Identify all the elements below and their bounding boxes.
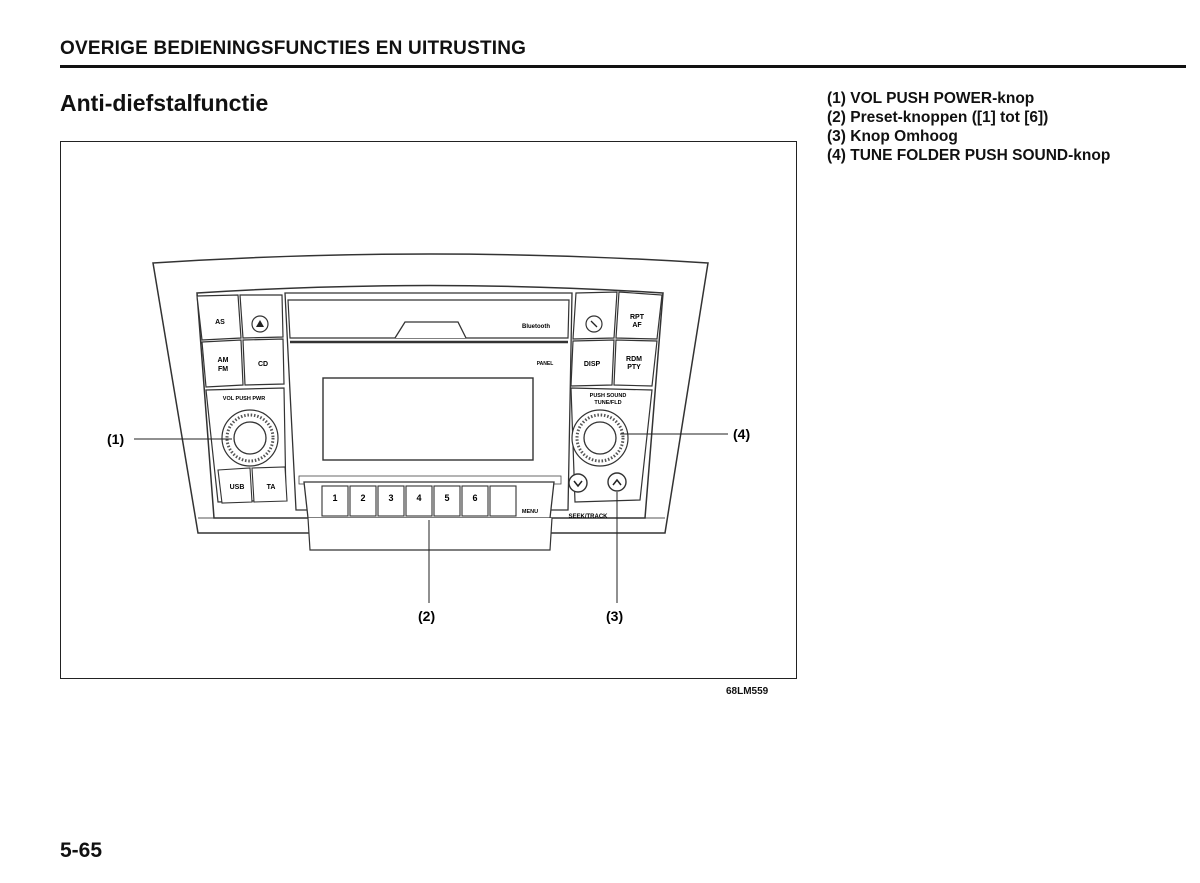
eject-icon: [256, 320, 264, 327]
cd-button[interactable]: CD: [258, 361, 268, 368]
legend-item: (1) VOL PUSH POWER-knop: [827, 90, 1035, 107]
figure-code: 68LM559: [726, 686, 769, 697]
center-section: Bluetooth PANEL 1 2 3 4 5 6 MENU: [284, 292, 573, 551]
vol-push-power-knob[interactable]: [233, 421, 267, 455]
tune-folder-push-sound-knob[interactable]: [583, 421, 617, 455]
push-sound-label: PUSH SOUND: [590, 393, 627, 399]
vol-pwr-label: VOL PUSH PWR: [223, 396, 265, 402]
callout-4: (4): [733, 426, 750, 442]
preset-button-3[interactable]: 3: [388, 493, 393, 503]
callout-leaders: [134, 433, 728, 603]
callout-2: (2): [418, 608, 435, 624]
callout-1: (1): [107, 431, 124, 447]
seek-track-label: SEEK/TRACK: [568, 514, 608, 520]
phone-icon: [590, 320, 598, 328]
legend-item: (2) Preset-knoppen ([1] tot [6]): [827, 109, 1049, 126]
legend-item: (3) Knop Omhoog: [827, 128, 958, 145]
seek-up-button[interactable]: [607, 472, 627, 492]
panel-label: PANEL: [537, 361, 554, 367]
section-header: OVERIGE BEDIENINGSFUNCTIES EN UITRUSTING: [60, 38, 527, 59]
legend-list: (1) VOL PUSH POWER-knop (2) Preset-knopp…: [827, 89, 1110, 165]
left-button-cluster: AS AM FM CD VOL PUSH PWR USB TA: [196, 294, 288, 504]
page-number: 5-65: [60, 839, 103, 862]
af-label: AF: [632, 322, 642, 329]
tune-fld-label: TUNE/FLD: [594, 400, 621, 406]
preset-button-1[interactable]: 1: [332, 493, 337, 503]
page-title: Anti-diefstalfunctie: [60, 90, 269, 116]
right-button-cluster: RPT AF DISP RDM PTY PUSH SOUND TUNE/FLD …: [568, 291, 663, 520]
seek-down-button[interactable]: [568, 473, 588, 493]
header-rule: [60, 65, 1186, 68]
as-button[interactable]: AS: [215, 319, 225, 326]
chevron-up-icon: [612, 478, 622, 486]
usb-button[interactable]: USB: [230, 484, 245, 491]
display-screen: [322, 377, 534, 461]
fm-label: FM: [218, 366, 228, 373]
pty-label: PTY: [627, 364, 641, 371]
figure-frame: AS AM FM CD VOL PUSH PWR USB TA Bluet: [60, 141, 797, 679]
radio-illustration: AS AM FM CD VOL PUSH PWR USB TA Bluet: [107, 253, 750, 624]
rdm-label: RDM: [626, 356, 642, 363]
legend-item: (4) TUNE FOLDER PUSH SOUND-knop: [827, 147, 1111, 164]
disp-button[interactable]: DISP: [584, 361, 601, 368]
preset-button-5[interactable]: 5: [444, 493, 449, 503]
menu-label: MENU: [522, 509, 538, 515]
ta-button[interactable]: TA: [267, 484, 276, 491]
callout-3: (3): [606, 608, 623, 624]
preset-button-6[interactable]: 6: [472, 493, 477, 503]
chevron-down-icon: [573, 480, 583, 488]
preset-button-4[interactable]: 4: [416, 493, 421, 503]
bluetooth-label: Bluetooth: [522, 324, 550, 330]
cd-slot-flap: [394, 321, 467, 339]
rpt-label: RPT: [630, 314, 645, 321]
am-label: AM: [218, 357, 229, 364]
preset-button-2[interactable]: 2: [360, 493, 365, 503]
